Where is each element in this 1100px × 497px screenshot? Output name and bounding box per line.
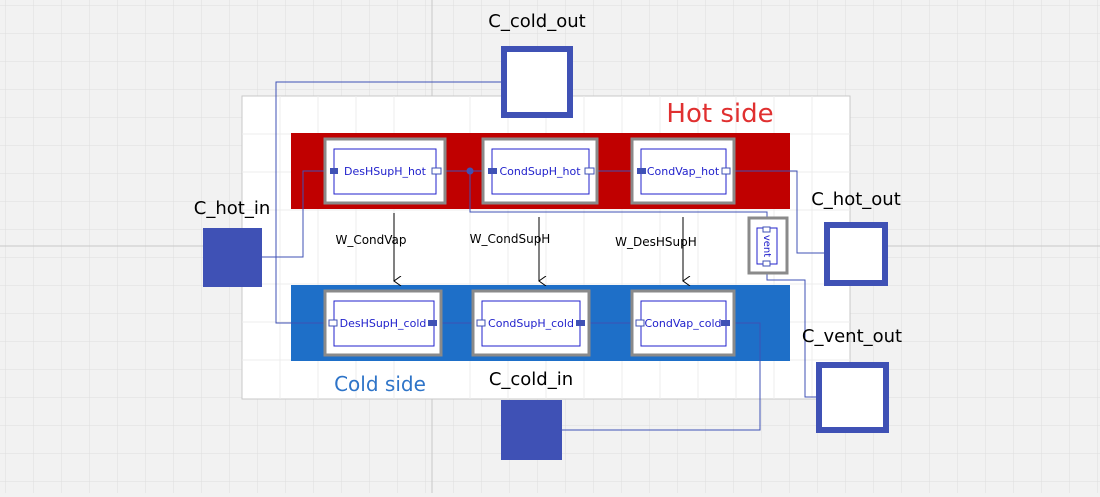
- block-label: DesHSupH_hot: [344, 165, 427, 178]
- block-label: CondVap_cold: [644, 317, 721, 330]
- block-condsuph-cold[interactable]: CondSupH_cold: [471, 289, 591, 357]
- vent-label: vent: [761, 235, 772, 257]
- connector-c-cold-out[interactable]: [501, 46, 573, 118]
- cold-side-title: Cold side: [334, 372, 426, 396]
- wire-vent-out[interactable]: [766, 265, 818, 398]
- heat-flow-arrows: [394, 213, 683, 281]
- connector-c-vent-out[interactable]: [816, 362, 889, 433]
- block-deshsuph-cold[interactable]: DesHSupH_cold: [323, 289, 443, 357]
- flow-label-condvap: W_CondVap: [335, 233, 406, 247]
- hot-side-title: Hot side: [666, 99, 773, 129]
- wire-cold-in[interactable]: [561, 322, 761, 431]
- cold-ports: [328, 319, 730, 327]
- block-condvap-hot[interactable]: CondVap_hot: [630, 137, 736, 205]
- wire-cold-out[interactable]: [275, 81, 502, 324]
- connector-label-c-vent-out: C_vent_out: [802, 326, 902, 347]
- block-label: CondSupH_cold: [488, 317, 574, 330]
- connector-c-cold-in[interactable]: [501, 400, 562, 460]
- block-label: CondVap_hot: [647, 165, 720, 178]
- flow-label-condsuph: W_CondSupH: [470, 232, 551, 246]
- connector-label-c-cold-in: C_cold_in: [489, 369, 573, 390]
- wire-hot-out[interactable]: [726, 170, 825, 254]
- connector-label-c-hot-out: C_hot_out: [811, 189, 901, 210]
- block-condsuph-hot[interactable]: CondSupH_hot: [481, 137, 599, 205]
- connector-label-c-hot-in: C_hot_in: [194, 198, 270, 219]
- block-condvap-cold[interactable]: CondVap_cold: [630, 289, 736, 357]
- connector-c-hot-in[interactable]: [203, 228, 262, 287]
- flow-label-deshsuph: W_DesHSupH: [615, 235, 697, 249]
- wire-hot-in[interactable]: [262, 170, 334, 258]
- block-vent[interactable]: vent: [747, 216, 789, 275]
- block-label: DesHSupH_cold: [340, 317, 427, 330]
- connector-label-c-cold-out: C_cold_out: [488, 11, 585, 32]
- hot-ports: [330, 167, 731, 175]
- block-deshsuph-hot[interactable]: DesHSupH_hot: [323, 137, 447, 205]
- block-label: CondSupH_hot: [499, 165, 581, 178]
- connector-c-hot-out[interactable]: [824, 222, 888, 286]
